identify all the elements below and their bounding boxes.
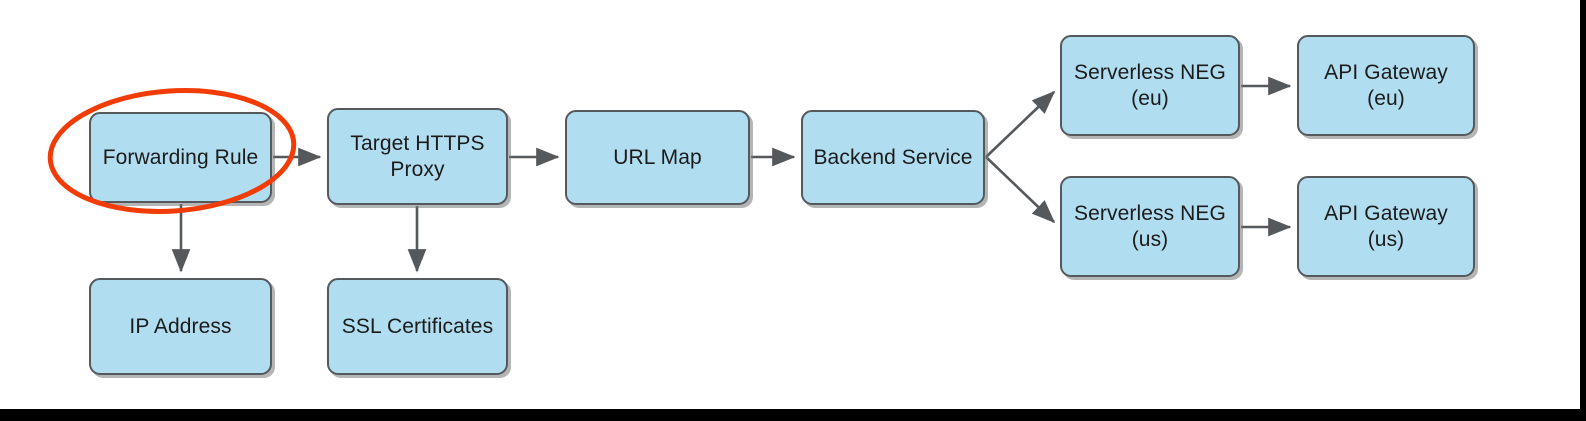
node-forwarding-rule[interactable]: Forwarding Rule [89, 112, 272, 203]
node-url-map[interactable]: URL Map [565, 110, 750, 205]
node-target-https-proxy[interactable]: Target HTTPS Proxy [327, 108, 508, 205]
node-api-gateway-us[interactable]: API Gateway (us) [1297, 176, 1475, 277]
node-backend-service[interactable]: Backend Service [801, 110, 985, 205]
page-bottom-border [0, 409, 1586, 421]
node-serverless-neg-us[interactable]: Serverless NEG (us) [1060, 176, 1240, 277]
node-api-gateway-eu[interactable]: API Gateway (eu) [1297, 35, 1475, 136]
node-ssl-certificates[interactable]: SSL Certificates [327, 278, 508, 375]
node-ip-address[interactable]: IP Address [89, 278, 272, 375]
edge-backend-service-to-serverless-neg-us [985, 156, 1056, 224]
node-serverless-neg-eu[interactable]: Serverless NEG (eu) [1060, 35, 1240, 136]
page-right-border [1580, 0, 1586, 421]
edge-backend-service-to-serverless-neg-eu [985, 90, 1056, 158]
